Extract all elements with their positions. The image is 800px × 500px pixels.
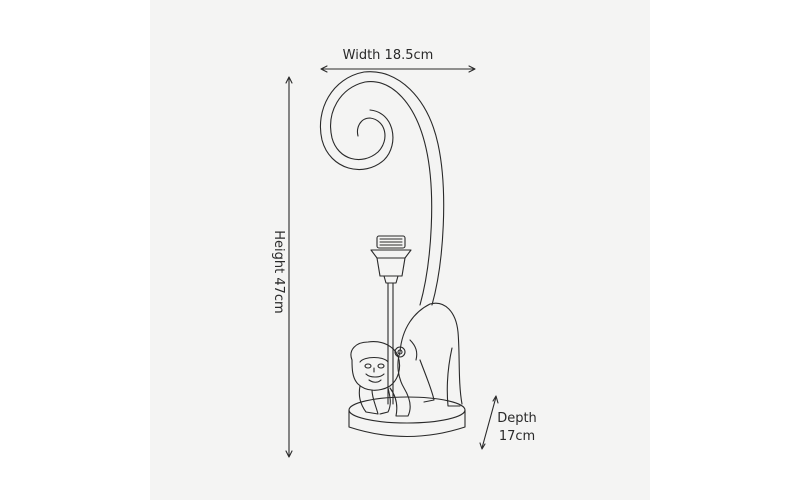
depth-dimension-arrow — [479, 395, 499, 450]
lamp-socket — [370, 235, 412, 284]
width-label: Width 18.5cm — [342, 48, 434, 63]
lamp-base — [348, 396, 466, 437]
monkey-body — [389, 302, 463, 417]
height-dimension-arrow — [285, 76, 293, 458]
depth-label: Depth 17cm — [492, 410, 542, 446]
width-dimension-arrow — [320, 65, 476, 73]
depth-label-value: 17cm — [498, 429, 536, 444]
depth-label-title: Depth — [497, 411, 537, 426]
monkey-tail — [320, 71, 445, 306]
height-label: Height 47cm — [271, 230, 286, 314]
monkey-head — [350, 341, 406, 391]
monkey-arms — [358, 385, 391, 415]
